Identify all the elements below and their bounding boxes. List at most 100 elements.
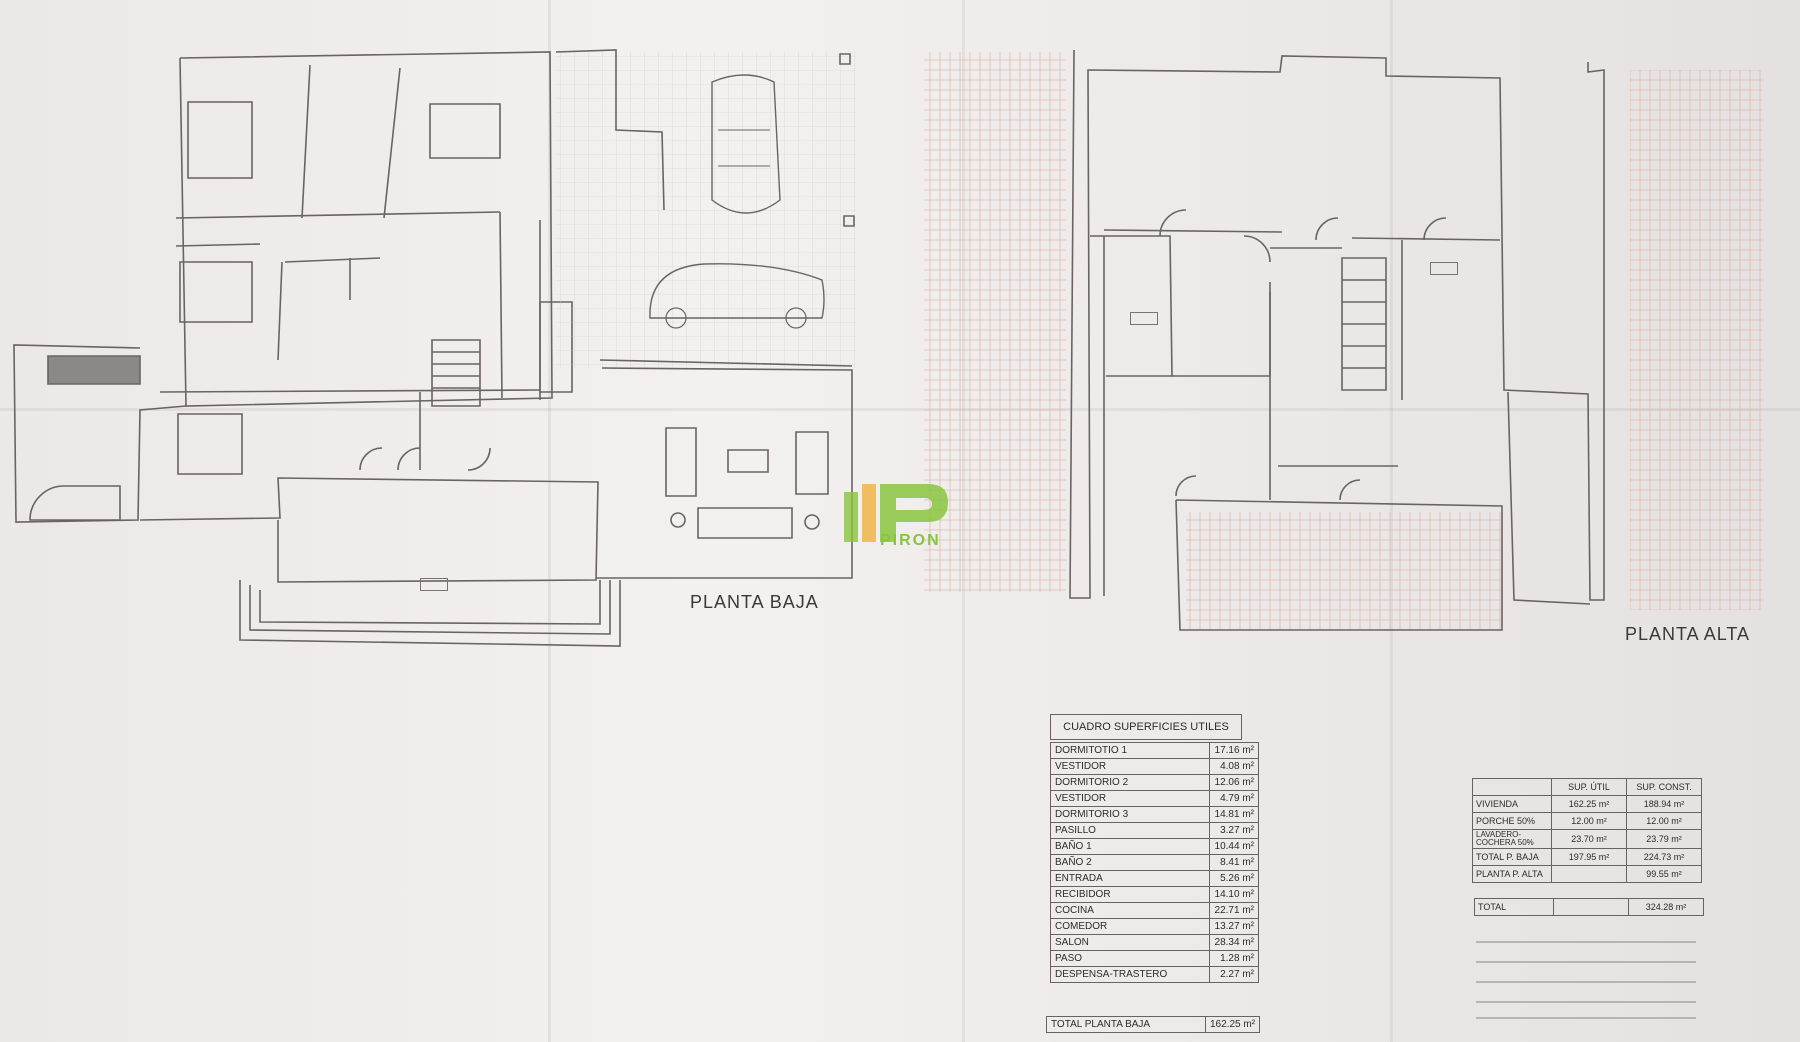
row-label: VIVIENDA [1472, 795, 1552, 813]
room-area: 17.16 m² [1209, 742, 1259, 759]
room-name: PASILLO [1050, 822, 1210, 839]
room-area: 8.41 m² [1209, 854, 1259, 871]
car-icon [712, 75, 780, 213]
sofa [698, 508, 792, 538]
table-row: LAVADERO-COCHERA 50% 23.70 m² 23.79 m² [1472, 829, 1702, 849]
coffee-table [728, 450, 768, 472]
room-name: DESPENSA-TRASTERO [1050, 966, 1210, 983]
table-row: PORCHE 50% 12.00 m² 12.00 m² [1472, 812, 1702, 830]
column-header: SUP. CONST. [1626, 778, 1702, 796]
row-label: LAVADERO-COCHERA 50% [1472, 829, 1552, 849]
room-area: 10.44 m² [1209, 838, 1259, 855]
room-area: 5.26 m² [1209, 870, 1259, 887]
total-value: 324.28 m² [1628, 898, 1704, 916]
room-area: 4.08 m² [1209, 758, 1259, 775]
bed [188, 102, 252, 178]
piron-logo [844, 484, 948, 542]
cell-empty [1553, 898, 1629, 916]
room-name: VESTIDOR [1050, 790, 1210, 807]
sofa [666, 428, 696, 496]
dimension-label [420, 578, 448, 591]
bathtub [30, 486, 120, 520]
fold-line [548, 0, 551, 1042]
logo-text: PIRON [880, 532, 941, 549]
summary-table: SUP. ÚTIL SUP. CONST. VIVIENDA 162.25 m²… [1472, 778, 1702, 883]
table-row: VIVIENDA 162.25 m² 188.94 m² [1472, 795, 1702, 813]
cell-built: 99.55 m² [1626, 865, 1702, 883]
cell-built: 188.94 m² [1626, 795, 1702, 813]
sofa [796, 432, 828, 494]
room-name: DORMITORIO 3 [1050, 806, 1210, 823]
room-name: COCINA [1050, 902, 1210, 919]
row-label: PLANTA P. ALTA [1472, 865, 1552, 883]
table-header-row: SUP. ÚTIL SUP. CONST. [1472, 778, 1702, 796]
fold-line [0, 408, 1800, 411]
room-area: 12.06 m² [1209, 774, 1259, 791]
dimension-label [1130, 312, 1158, 325]
column-header: SUP. ÚTIL [1551, 778, 1627, 796]
wall-block [48, 356, 140, 384]
table-row: TOTAL P. BAJA 197.95 m² 224.73 m² [1472, 848, 1702, 866]
room-area: 22.71 m² [1209, 902, 1259, 919]
cell-useful: 12.00 m² [1551, 812, 1627, 830]
column-header [1472, 778, 1552, 796]
room-area: 1.28 m² [1209, 950, 1259, 967]
room-name: PASO [1050, 950, 1210, 967]
upper-floor-label: PLANTA ALTA [1625, 624, 1751, 644]
total-label: TOTAL PLANTA BAJA [1046, 1016, 1206, 1033]
room-name: RECIBIDOR [1050, 886, 1210, 903]
cell-useful: 197.95 m² [1551, 848, 1627, 866]
room-name: ENTRADA [1050, 870, 1210, 887]
summary-total-row: TOTAL 324.28 m² [1474, 898, 1704, 916]
room-name: BAÑO 2 [1050, 854, 1210, 871]
kitchen-island [430, 104, 500, 158]
dimension-label [1430, 262, 1458, 275]
table-row: PLANTA P. ALTA 99.55 m² [1472, 865, 1702, 883]
garage-plan [556, 50, 854, 578]
room-name: BAÑO 1 [1050, 838, 1210, 855]
room-area: 3.27 m² [1209, 822, 1259, 839]
room-area: 4.79 m² [1209, 790, 1259, 807]
bed [178, 414, 242, 474]
room-name: SALON [1050, 934, 1210, 951]
room-area: 13.27 m² [1209, 918, 1259, 935]
total-label: TOTAL [1474, 898, 1554, 916]
roof-tiles [1630, 70, 1762, 610]
ground-floor-plan [14, 52, 620, 646]
cell-useful: 23.70 m² [1551, 829, 1627, 849]
cell-built: 23.79 m² [1626, 829, 1702, 849]
garage-grid [556, 52, 856, 368]
room-name: DORMITORIO 2 [1050, 774, 1210, 791]
cell-useful [1551, 865, 1627, 883]
row-label: PORCHE 50% [1472, 812, 1552, 830]
room-name: DORMITOTIO 1 [1050, 742, 1210, 759]
roof-tiles [1186, 512, 1502, 630]
room-name: COMEDOR [1050, 918, 1210, 935]
areas-table-title: CUADRO SUPERFICIES UTILES [1050, 714, 1242, 740]
room-area: 14.81 m² [1209, 806, 1259, 823]
room-area: 2.27 m² [1209, 966, 1259, 983]
room-area: 14.10 m² [1209, 886, 1259, 903]
cell-built: 12.00 m² [1626, 812, 1702, 830]
ground-floor-label: PLANTA BAJA [690, 592, 819, 612]
total-value: 162.25 m² [1204, 1016, 1261, 1033]
room-area: 28.34 m² [1209, 934, 1259, 951]
car-icon [650, 264, 824, 318]
cell-useful: 162.25 m² [1551, 795, 1627, 813]
